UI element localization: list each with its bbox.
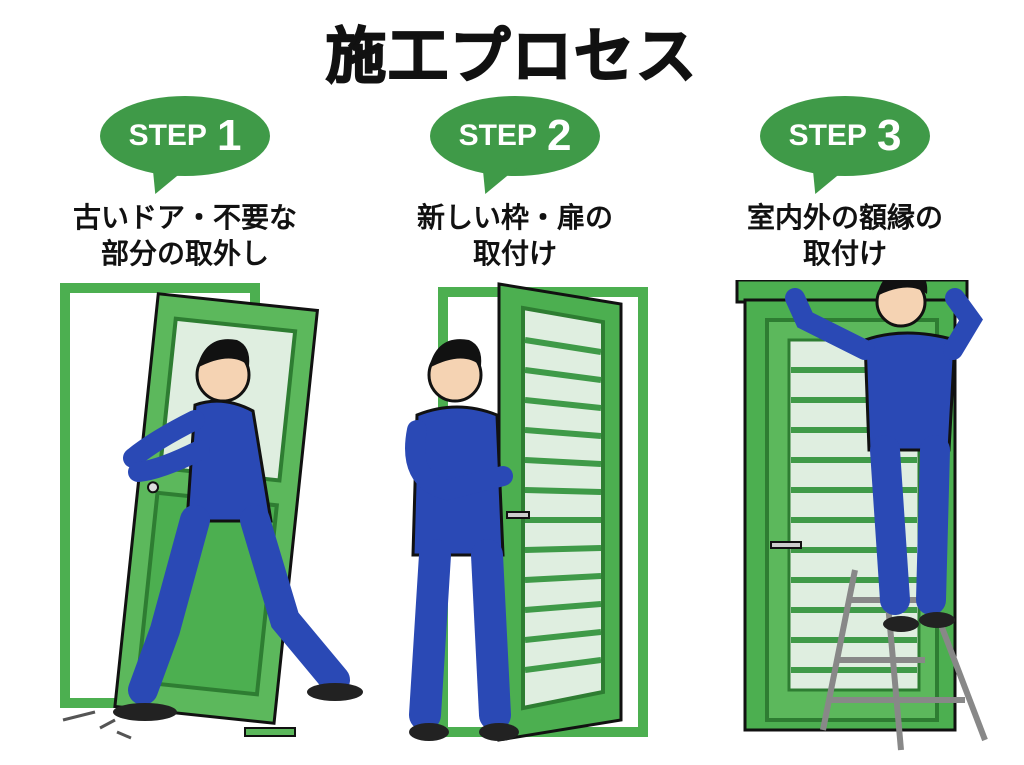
trim-install-illustration	[735, 280, 988, 751]
door-handle-icon	[770, 541, 802, 549]
step-2-illustration	[395, 280, 725, 760]
step-2-word: STEP	[458, 119, 537, 152]
step-3-illustration	[725, 280, 1024, 760]
screws-icon	[62, 710, 132, 740]
step-3-number: 3	[876, 111, 902, 160]
step-2-caption: 新しい枠・扉の 取付け	[355, 200, 675, 272]
step-2-number: 2	[546, 111, 572, 160]
step-3-caption-line1: 室内外の額縁の	[746, 201, 943, 234]
step-2-caption-line2: 取付け	[472, 237, 557, 270]
old-door-removal-illustration	[60, 283, 363, 740]
step-1-caption: 古いドア・不要な 部分の取外し	[25, 200, 345, 272]
worker-icon	[785, 280, 983, 632]
worker-icon	[405, 339, 519, 741]
step-1-word: STEP	[128, 119, 207, 152]
step-2-bubble: STEP 2	[430, 96, 600, 176]
step-1-number: 1	[216, 111, 242, 160]
step-3-word: STEP	[788, 119, 867, 152]
page-title: 施工プロセス	[325, 21, 698, 93]
board-scrap-icon	[244, 727, 296, 737]
worker-icon	[113, 339, 363, 721]
step-3-caption-line2: 取付け	[802, 237, 887, 270]
step-3-caption: 室内外の額縁の 取付け	[685, 200, 1005, 272]
door-handle-icon	[506, 511, 530, 519]
step-1-illustration	[45, 280, 375, 760]
louver-door-icon	[497, 282, 623, 742]
step-1-bubble: STEP 1	[100, 96, 270, 176]
step-2-caption-line1: 新しい枠・扉の	[416, 201, 613, 234]
step-3: STEP 3 室内外の額縁の 取付け	[685, 96, 1005, 272]
step-1: STEP 1 古いドア・不要な 部分の取外し	[25, 96, 345, 272]
step-1-caption-line2: 部分の取外し	[100, 237, 269, 270]
new-door-install-illustration	[405, 282, 648, 742]
step-2: STEP 2 新しい枠・扉の 取付け	[355, 96, 675, 272]
step-3-bubble: STEP 3	[760, 96, 930, 176]
step-1-caption-line1: 古いドア・不要な	[72, 201, 297, 234]
